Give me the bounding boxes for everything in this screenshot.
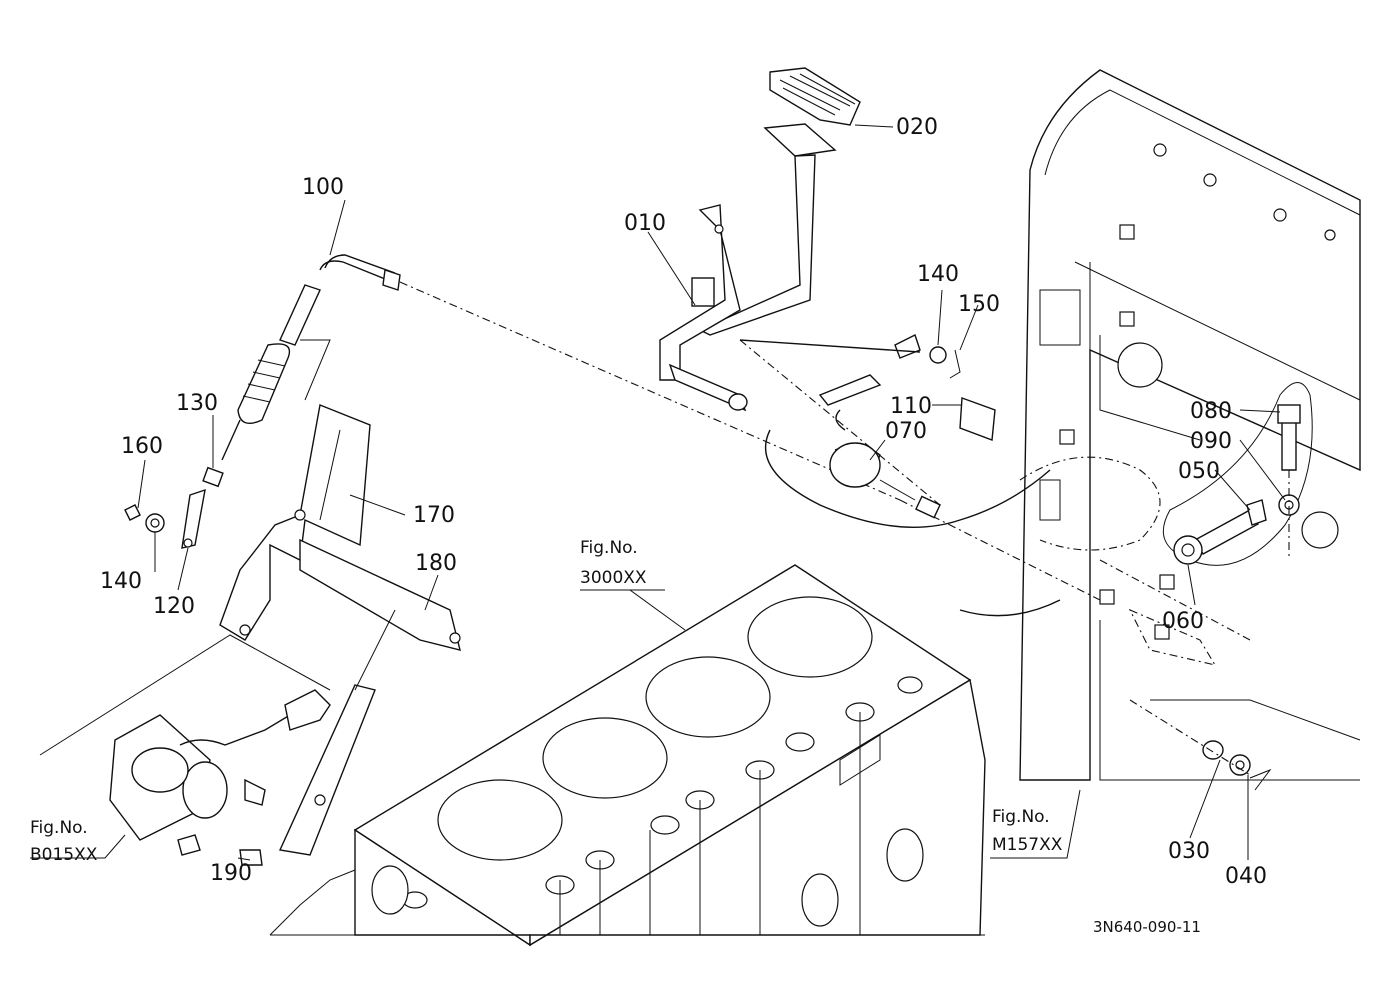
- lever-120: [124, 488, 206, 549]
- label-190: 190: [210, 861, 252, 886]
- fig-3000-code: 3000XX: [580, 568, 647, 588]
- part-labels: 100 130 160 140 120 170 180 190 020 010 …: [100, 115, 1267, 889]
- label-120: 120: [153, 594, 195, 619]
- label-060: 060: [1162, 609, 1204, 634]
- bracket: [219, 339, 461, 856]
- figure-references: Fig.No. 3000XX Fig.No. B015XX Fig.No. M1…: [30, 538, 1063, 865]
- fig-M157-prefix: Fig.No.: [992, 807, 1050, 827]
- label-030: 030: [1168, 839, 1210, 864]
- label-160: 160: [121, 434, 163, 459]
- drawing-number: 3N640-090-11: [1093, 918, 1201, 936]
- label-090: 090: [1190, 429, 1232, 454]
- label-080: 080: [1190, 399, 1232, 424]
- label-040: 040: [1225, 864, 1267, 889]
- label-180: 180: [415, 551, 457, 576]
- engine-block: [269, 564, 986, 947]
- label-140-right: 140: [917, 262, 959, 287]
- linkage-parts: [739, 334, 1313, 791]
- actuator: [39, 634, 331, 866]
- label-140-left: 140: [100, 569, 142, 594]
- pedal-assembly: [659, 67, 861, 412]
- label-150: 150: [958, 292, 1000, 317]
- label-130: 130: [176, 391, 218, 416]
- throttle-cable: [202, 254, 1101, 601]
- label-100: 100: [302, 175, 344, 200]
- label-110: 110: [890, 394, 932, 419]
- frame-panel: [1019, 69, 1361, 781]
- fig-M157-code: M157XX: [992, 835, 1063, 855]
- fig-B015-prefix: Fig.No.: [30, 818, 88, 838]
- label-170: 170: [413, 503, 455, 528]
- label-050: 050: [1178, 459, 1220, 484]
- label-010: 010: [624, 211, 666, 236]
- fig-B015-code: B015XX: [30, 845, 98, 865]
- fig-3000-prefix: Fig.No.: [580, 538, 638, 558]
- label-070: 070: [885, 419, 927, 444]
- leader-lines: [30, 124, 1286, 861]
- label-020: 020: [896, 115, 938, 140]
